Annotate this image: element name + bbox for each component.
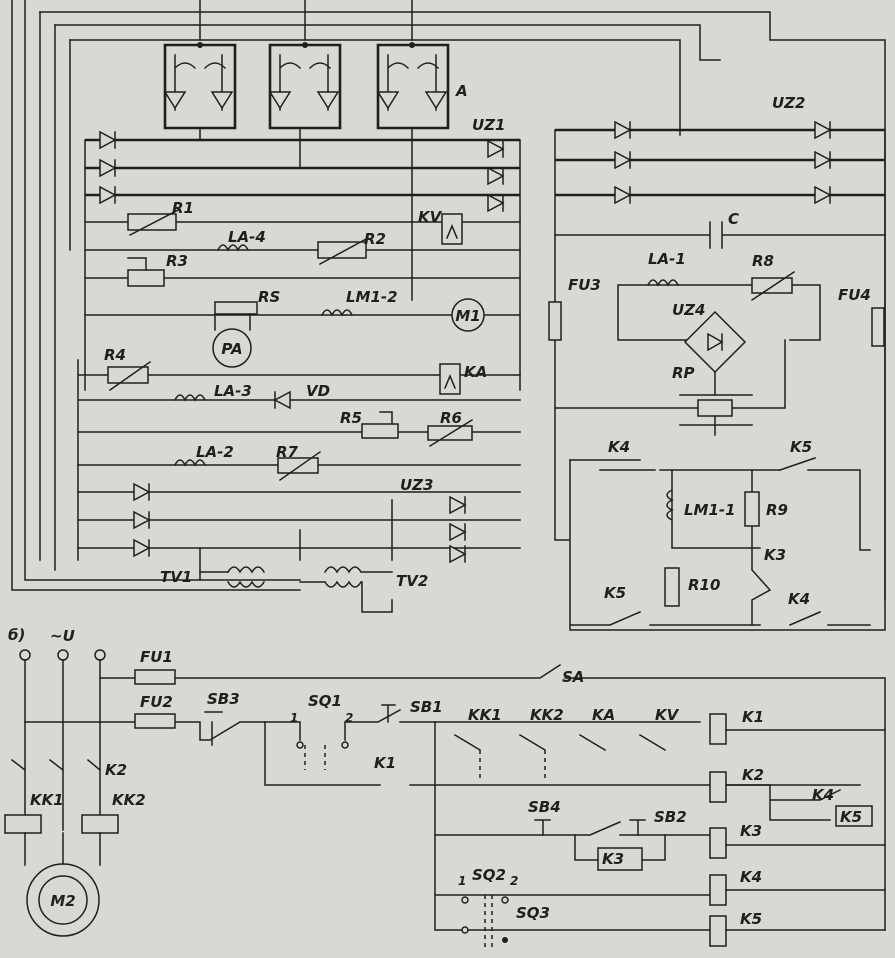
right-excitation-network: UZ2 C FU3 FU4 LA-1 R8 UZ4 RP K4 K5 LM1-1… — [548, 94, 886, 631]
label-K4-bottom: K4 — [788, 590, 810, 608]
label-K5-top: K5 — [790, 438, 812, 456]
label-R3: R3 — [166, 252, 188, 270]
label-K2-coil: K2 — [742, 766, 764, 784]
label-FU3: FU3 — [568, 276, 601, 294]
label-SQ2: SQ2 — [472, 866, 506, 884]
label-K3-contact: K3 — [602, 850, 624, 868]
label-R7: R7 — [276, 443, 299, 461]
label-K5-bottom: K5 — [604, 584, 626, 602]
label-SQ1: SQ1 — [308, 692, 342, 710]
label-SB2: SB2 — [654, 808, 687, 826]
label-FU1: FU1 — [140, 648, 173, 666]
left-dc-network: UZ1 R1 KV LA-4 R2 R3 RS PA LM1-2 M1 R4 K… — [77, 116, 521, 613]
label-SQ3: SQ3 — [516, 904, 550, 922]
label-VD: VD — [306, 382, 330, 400]
label-KA: KA — [464, 363, 487, 381]
label-KA-ctrl: KA — [592, 706, 615, 724]
label-FU4: FU4 — [838, 286, 871, 304]
label-SQ2-2: 2 — [510, 874, 518, 888]
label-PA: PA — [221, 340, 242, 358]
label-SQ1-2: 2 — [345, 711, 353, 725]
thyristor-block-2 — [268, 42, 342, 130]
label-RS: RS — [258, 288, 280, 306]
label-R4: R4 — [104, 346, 126, 364]
label-R10: R10 — [688, 576, 720, 594]
label-M2: M2 — [50, 892, 75, 910]
label-K4-top: K4 — [608, 438, 630, 456]
label-K4-ctrl: K4 — [812, 786, 834, 804]
label-SQ2-1: 1 — [458, 874, 466, 888]
label-KK2-main: KK2 — [112, 791, 146, 809]
label-SQ1-1: 1 — [290, 711, 298, 725]
label-C: C — [728, 210, 739, 228]
label-KK1-main: KK1 — [30, 791, 64, 809]
thyristor-block-3: A — [376, 42, 468, 130]
label-KK1: KK1 — [468, 706, 502, 724]
label-FU2: FU2 — [140, 693, 173, 711]
label-supply: ~U — [50, 627, 75, 645]
label-LA1: LA-1 — [648, 250, 686, 268]
label-K5-coil: K5 — [740, 910, 762, 928]
label-K3-top: K3 — [764, 546, 786, 564]
label-LA2: LA-2 — [196, 443, 234, 461]
label-K4-coil: K4 — [740, 868, 762, 886]
control-circuit: б) ~U FU1 SA FU2 SB3 1 2 SQ1 SB1 KK1 KK2… — [4, 626, 886, 950]
label-SB1: SB1 — [410, 698, 443, 716]
label-R2: R2 — [364, 230, 386, 248]
label-K1-contact: K1 — [374, 754, 396, 772]
label-UZ4: UZ4 — [672, 301, 706, 319]
label-UZ2: UZ2 — [772, 94, 806, 112]
label-SA: SA — [562, 668, 584, 686]
label-UZ1: UZ1 — [472, 116, 506, 134]
label-SB4: SB4 — [528, 798, 561, 816]
label-part-b: б) — [8, 626, 25, 644]
label-SB3: SB3 — [207, 690, 240, 708]
label-K5-ctrl: K5 — [840, 808, 862, 826]
label-UZ3: UZ3 — [400, 476, 434, 494]
label-R9: R9 — [766, 501, 788, 519]
label-LM11: LM1-1 — [684, 501, 736, 519]
label-TV1: TV1 — [160, 568, 192, 586]
label-TV2: TV2 — [396, 572, 428, 590]
label-RP: RP — [672, 364, 695, 382]
label-M1: M1 — [455, 307, 480, 325]
label-A: A — [455, 82, 468, 100]
label-R5: R5 — [340, 409, 362, 427]
thyristor-block-1 — [163, 42, 237, 130]
label-K1-coil: K1 — [742, 708, 764, 726]
label-K2-main: K2 — [105, 761, 127, 779]
outer-frame-wires — [11, 0, 886, 601]
label-R1: R1 — [172, 199, 194, 217]
label-KV: KV — [418, 208, 443, 226]
label-LM12: LM1-2 — [346, 288, 398, 306]
label-K3-coil: K3 — [740, 822, 762, 840]
label-R8: R8 — [752, 252, 774, 270]
label-R6: R6 — [440, 409, 462, 427]
label-KV-ctrl: KV — [655, 706, 680, 724]
label-KK2: KK2 — [530, 706, 564, 724]
label-LA4: LA-4 — [228, 228, 266, 246]
label-LA3: LA-3 — [214, 382, 252, 400]
